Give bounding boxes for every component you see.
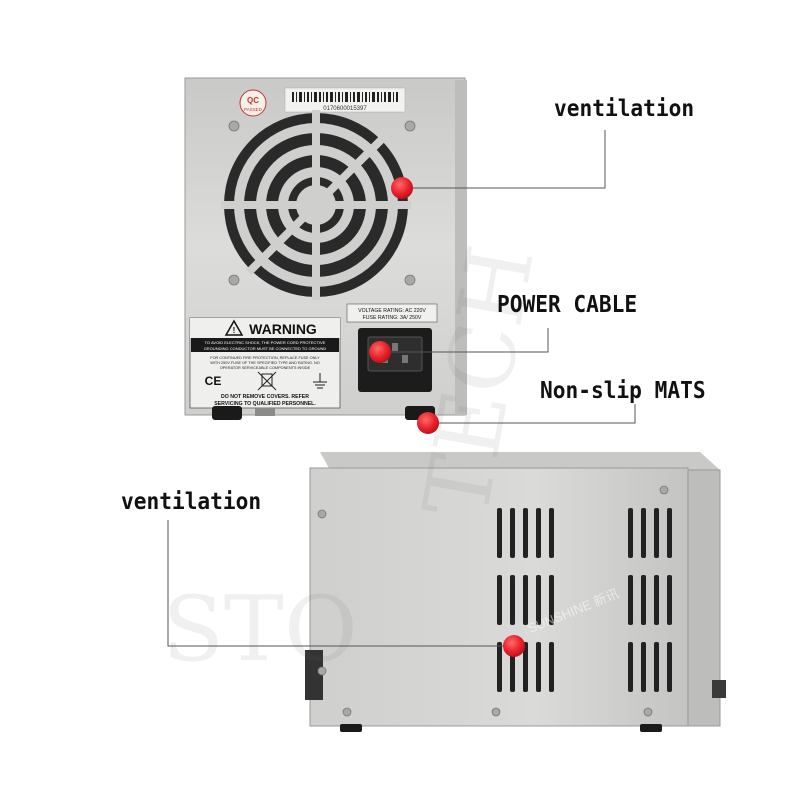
side-unit: SUNSHINE 新讯	[305, 452, 726, 732]
warning-line-3: FOR CONTINUED FIRE PROTECTION, REPLACE F…	[210, 356, 320, 360]
rear-unit: 0170600015397 QC PASSED ! WARNING	[184, 77, 467, 420]
panel-screws	[228, 120, 416, 286]
voltage-rating: VOLTAGE RATING: AC 220V	[358, 308, 426, 314]
rating-label	[346, 303, 438, 323]
warning-line-6: DO NOT REMOVE COVERS. REFER	[221, 394, 309, 400]
callout-lines	[167, 130, 636, 647]
marker-mats	[417, 412, 439, 434]
warning-line-1: TO AVOID ELECTRIC SHOCK, THE POWER CORD …	[205, 340, 326, 345]
fuse-rating: FUSE RATING: 3A/ 250V	[363, 315, 422, 321]
marker-vent-top	[391, 177, 413, 199]
qc-passed: PASSED	[244, 107, 263, 112]
callout-line-vent-top	[402, 130, 606, 189]
warning-line-7: SERVICING TO QUALIFIED PERSONNEL.	[214, 401, 316, 407]
warning-line-5: OPERATOR SERVICEABLE COMPONENTS INSIDE	[220, 366, 311, 370]
side-foot-left	[340, 724, 362, 732]
callout-line-mats	[428, 404, 636, 424]
watermark-bottom: STO	[162, 577, 357, 682]
callout-line-power	[380, 328, 549, 353]
fan-grille	[221, 110, 411, 300]
weee-bin-icon	[257, 371, 277, 391]
svg-text:!: !	[233, 326, 236, 335]
rear-foot-left	[212, 406, 242, 420]
marker-vent-bottom	[503, 635, 525, 657]
side-screws	[317, 485, 669, 717]
serial-number: 0170600015397	[323, 106, 367, 112]
warning-line-2: GROUNDING CONDUCTOR MUST BE CONNECTED TO…	[204, 346, 327, 351]
barcode	[292, 92, 398, 102]
side-foot-right	[640, 724, 662, 732]
marker-power	[369, 341, 391, 363]
callout-ventilation-bottom: ventilation	[121, 489, 262, 515]
callout-markers	[369, 177, 525, 657]
warning-line-4: WITH 250V FUSE OF THE SPECIFIED TYPE AND…	[210, 361, 320, 365]
warning-triangle-icon	[224, 319, 244, 336]
callout-power-cable: POWER CABLE	[497, 292, 638, 318]
ground-symbol-icon	[313, 373, 327, 389]
warning-title: WARNING	[249, 321, 317, 337]
vent-slots-right	[628, 508, 672, 692]
qc-sticker	[239, 89, 267, 117]
callout-line-vent-bottom	[167, 520, 514, 647]
qc-label: QC	[247, 96, 259, 105]
callout-ventilation-top: ventilation	[554, 96, 695, 122]
ce-mark: CE	[205, 374, 222, 388]
callout-non-slip-mats: Non-slip MATS	[540, 378, 706, 404]
